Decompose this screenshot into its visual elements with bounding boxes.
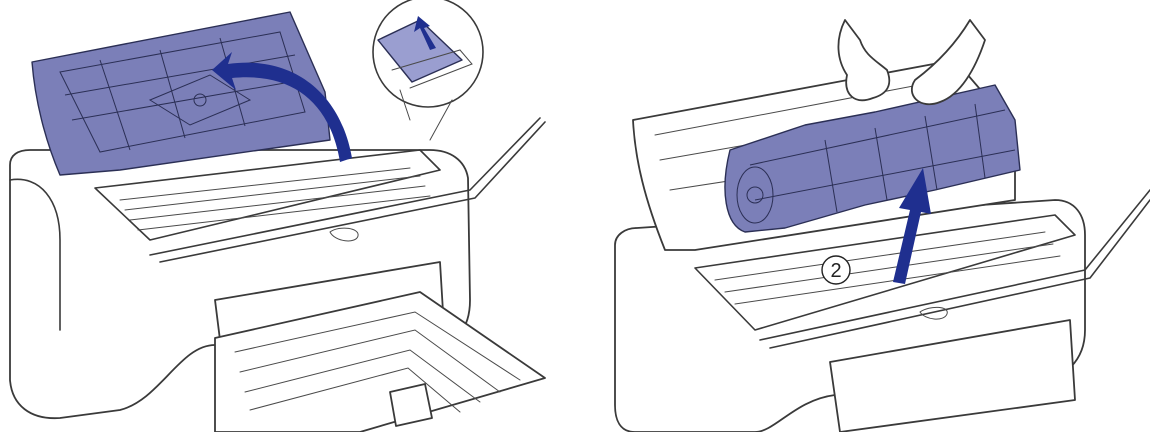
up-arrow-icon (893, 168, 931, 284)
printer-opening (694, 214, 1076, 331)
curved-arrow-icon (212, 52, 352, 162)
panel-open-cover (9, 0, 546, 432)
panel-remove-cartridge: 2 (575, 0, 1150, 432)
inset-cover-detail (377, 19, 463, 83)
step-number: 2 (830, 260, 841, 282)
printer-opening (94, 149, 441, 241)
printer-cover-lid (31, 11, 331, 176)
printer-remove-cartridge-illustration: 2 (614, 19, 1150, 432)
right-hand (910, 19, 986, 105)
inset-arrow-icon (414, 16, 436, 50)
printer-front-panel (829, 319, 1076, 432)
step-number-badge: 2 (821, 255, 851, 285)
left-hand (837, 19, 891, 102)
printer-open-cover-illustration (9, 0, 546, 432)
toner-cartridge (724, 84, 1021, 233)
paper-guide (389, 383, 433, 427)
